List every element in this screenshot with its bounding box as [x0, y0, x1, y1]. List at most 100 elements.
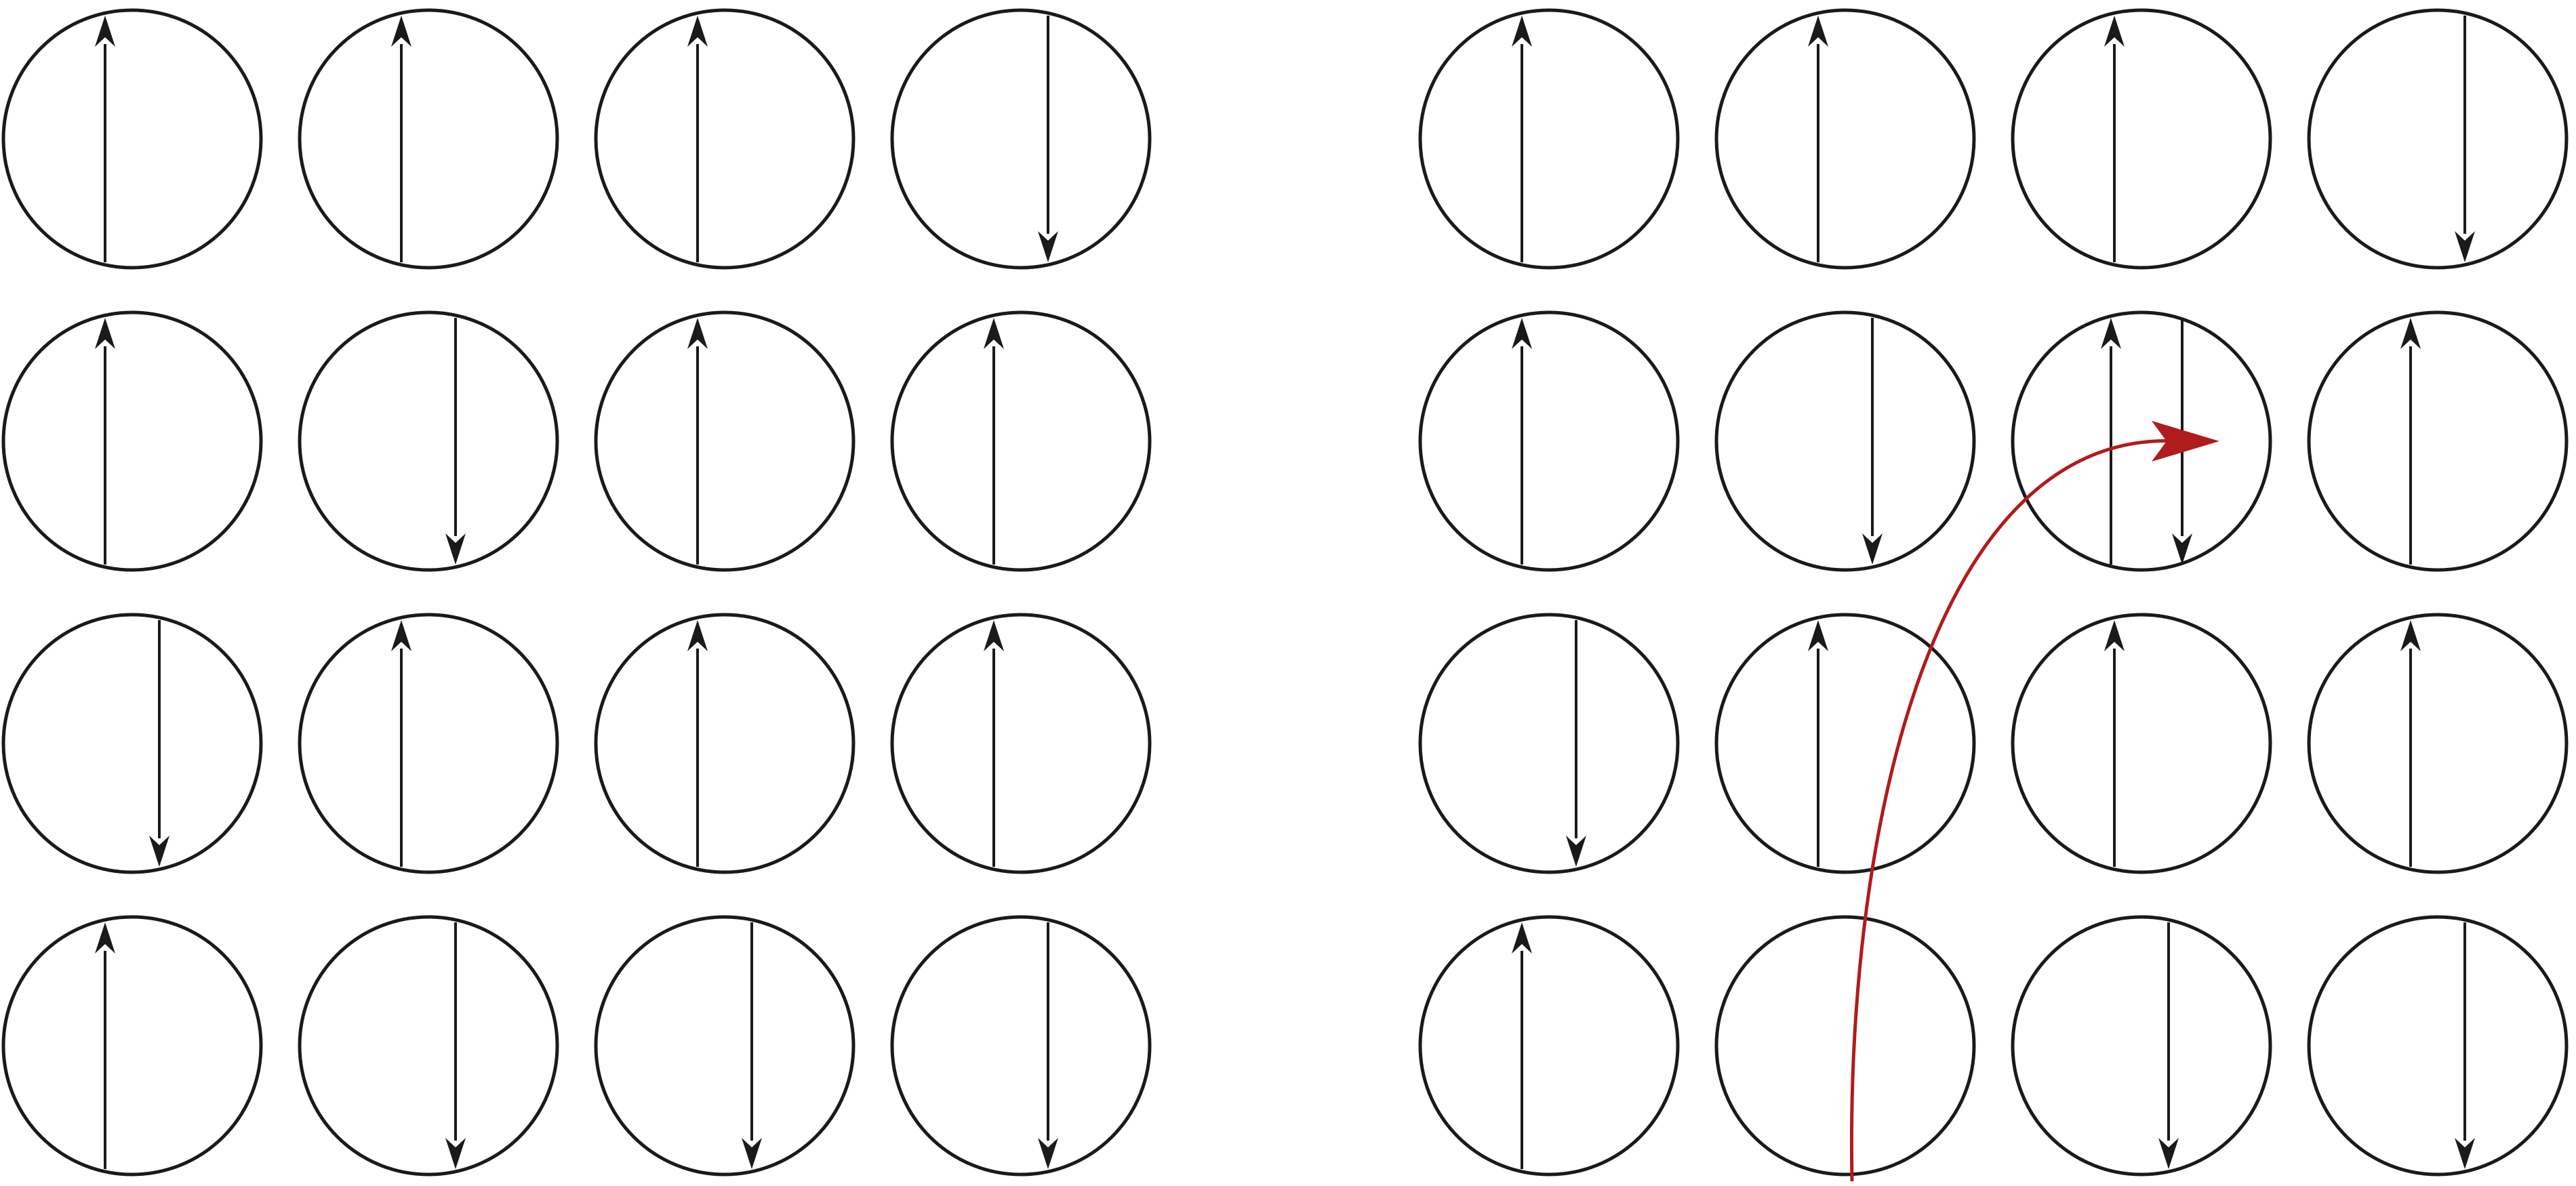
lattice-site-r4-c3: [2011, 915, 2272, 1177]
site-circle: [2307, 613, 2569, 874]
site-circle: [890, 310, 1152, 572]
site-circle: [298, 310, 559, 572]
spin-down-arrow-icon: [1038, 922, 1058, 1169]
spin-up-arrow-icon: [1808, 16, 1828, 262]
spin-down-arrow-icon: [149, 620, 169, 867]
site-circle: [2307, 915, 2569, 1177]
spin-down-arrow-icon: [742, 922, 762, 1169]
spin-down-arrow-icon: [2455, 16, 2475, 262]
spin-up-arrow-icon: [2101, 318, 2121, 565]
spin-up-arrow-icon: [95, 16, 115, 262]
site-circle: [890, 915, 1152, 1177]
lattice-site-r4-c4: [890, 915, 1152, 1177]
lattice-site-r1-c1: [1418, 8, 1680, 270]
lattice-site-r3-c2: [1714, 613, 1976, 874]
site-circle: [1, 613, 263, 874]
site-circle: [594, 310, 856, 572]
spin-up-arrow-icon: [2104, 16, 2125, 262]
site-circle: [2011, 613, 2272, 874]
site-circle: [890, 8, 1152, 270]
spin-up-arrow-icon: [1808, 620, 1828, 867]
site-circle: [594, 8, 856, 270]
spin-up-arrow-icon: [2400, 318, 2421, 565]
lattice-site-r1-c4: [890, 8, 1152, 270]
site-circle: [890, 613, 1152, 874]
spin-up-arrow-icon: [984, 318, 1004, 565]
lattice-site-r1-c1: [1, 8, 263, 270]
spin-down-arrow-icon: [2455, 922, 2475, 1169]
spin-down-arrow-icon: [1862, 318, 1883, 565]
spin-up-arrow-icon: [687, 620, 708, 867]
spin-up-arrow-icon: [687, 16, 708, 262]
lattice-site-r1-c3: [594, 8, 856, 270]
lattice-site-r1-c2: [298, 8, 559, 270]
lattice-site-r3-c1: [1, 613, 263, 874]
spin-down-arrow-icon: [445, 922, 466, 1169]
spin-up-arrow-icon: [984, 620, 1004, 867]
lattice-right: [1418, 8, 2569, 1182]
lattice-site-r2-c3: [2011, 310, 2272, 572]
lattice-site-r1-c4: [2307, 8, 2569, 270]
site-circle: [1418, 8, 1680, 270]
spin-up-arrow-icon: [95, 318, 115, 565]
lattice-site-r3-c3: [2011, 613, 2272, 874]
site-circle: [1, 915, 263, 1177]
spin-up-arrow-icon: [687, 318, 708, 565]
lattice-site-r2-c4: [2307, 310, 2569, 572]
site-circle: [1418, 310, 1680, 572]
curved-hop-arrow-icon: [1850, 421, 2219, 1182]
site-circle: [1714, 915, 1976, 1177]
site-circle: [1, 8, 263, 270]
spin-down-arrow-icon: [445, 318, 466, 565]
site-circle: [2307, 310, 2569, 572]
lattice-site-r2-c2: [1714, 310, 1976, 572]
site-circle: [2011, 8, 2272, 270]
site-circle: [1714, 613, 1976, 874]
lattice-site-r1-c2: [1714, 8, 1976, 270]
site-circle: [1418, 613, 1680, 874]
site-circle: [1714, 310, 1976, 572]
site-circle: [298, 915, 559, 1177]
spin-up-arrow-icon: [1512, 16, 1532, 262]
spin-down-arrow-icon: [1038, 16, 1058, 262]
lattice-left: [1, 8, 1152, 1177]
lattice-site-r3-c4: [2307, 613, 2569, 874]
lattice-site-r2-c2: [298, 310, 559, 572]
spin-up-arrow-icon: [391, 620, 411, 867]
lattice-site-r2-c1: [1418, 310, 1680, 572]
spin-down-arrow-icon: [1566, 620, 1586, 867]
site-circle: [2011, 310, 2272, 572]
lattice-site-r4-c1: [1418, 915, 1680, 1177]
site-circle: [1418, 915, 1680, 1177]
spin-up-arrow-icon: [1512, 922, 1532, 1169]
spin-up-arrow-icon: [1512, 318, 1532, 565]
spin-down-arrow-icon: [2158, 922, 2179, 1169]
site-circle: [594, 613, 856, 874]
lattice-site-r4-c2: [1714, 915, 1976, 1177]
lattice-site-r3-c2: [298, 613, 559, 874]
site-circle: [2011, 915, 2272, 1177]
spin-up-arrow-icon: [391, 16, 411, 262]
spin-up-arrow-icon: [2104, 620, 2125, 867]
site-circle: [1, 310, 263, 572]
site-circle: [594, 915, 856, 1177]
lattice-site-r2-c4: [890, 310, 1152, 572]
lattice-site-r1-c3: [2011, 8, 2272, 270]
spin-up-arrow-icon: [2400, 620, 2421, 867]
lattice-site-r4-c2: [298, 915, 559, 1177]
lattice-site-r2-c3: [594, 310, 856, 572]
lattice-site-r4-c1: [1, 915, 263, 1177]
lattice-site-r4-c3: [594, 915, 856, 1177]
lattice-site-r2-c1: [1, 310, 263, 572]
site-circle: [1714, 8, 1976, 270]
lattice-site-r3-c1: [1418, 613, 1680, 874]
site-circle: [298, 8, 559, 270]
lattice-site-r3-c4: [890, 613, 1152, 874]
site-circle: [298, 613, 559, 874]
lattice-site-r4-c4: [2307, 915, 2569, 1177]
spin-up-arrow-icon: [95, 922, 115, 1169]
site-circle: [2307, 8, 2569, 270]
lattice-site-r3-c3: [594, 613, 856, 874]
spin-down-arrow-icon: [2172, 318, 2192, 565]
